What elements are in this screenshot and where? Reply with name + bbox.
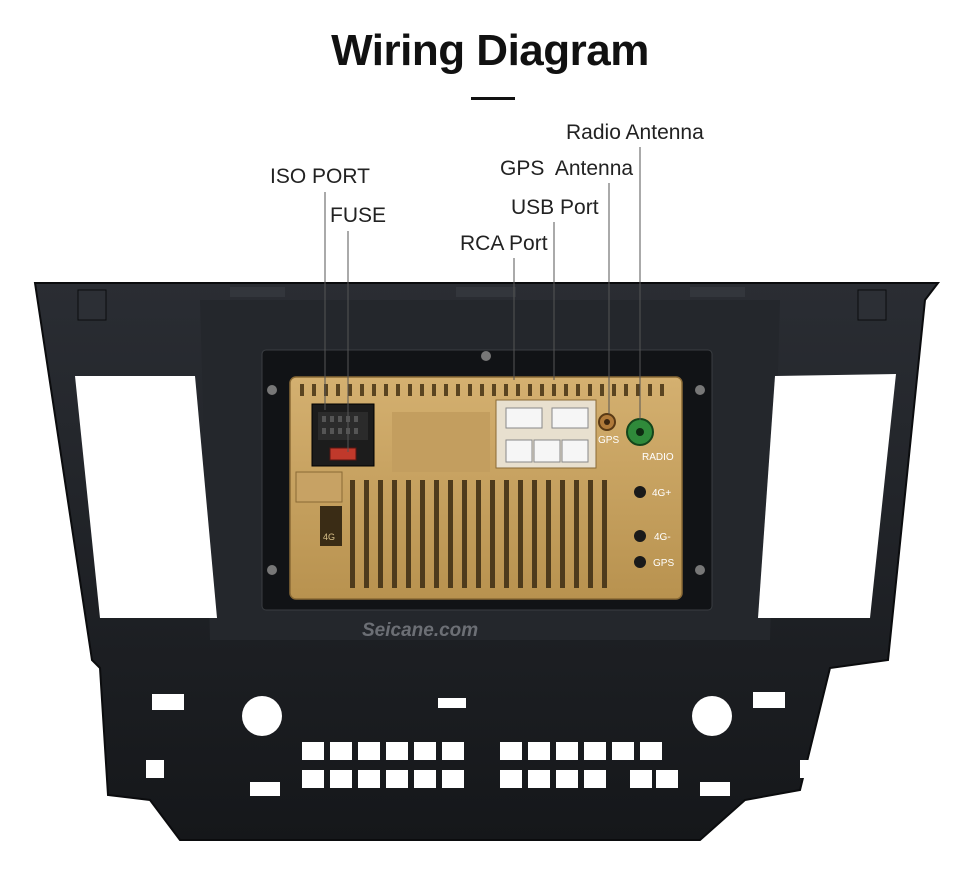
gps-lower-marking: GPS: [653, 558, 674, 569]
left-mount-hole: [242, 696, 282, 736]
right-side-cutout: [758, 374, 896, 618]
screw: [695, 565, 705, 575]
label-radio-antenna: Radio Antenna: [566, 121, 704, 144]
iso-port-connector: [311, 403, 375, 467]
right-mount-hole: [692, 696, 732, 736]
label-rca-port: RCA Port: [460, 232, 548, 255]
rca-connector: [561, 439, 589, 463]
fourg-side-marking: 4G: [323, 532, 335, 542]
fuse: [329, 447, 357, 461]
rca-connector: [533, 439, 561, 463]
vent-grid: [250, 742, 730, 796]
page-title: Wiring Diagram: [331, 26, 649, 75]
port-4g-plus: [634, 486, 646, 498]
fourg-minus-marking: 4G-: [654, 532, 671, 543]
heat-fins: [350, 480, 607, 588]
gps-marking: GPS: [598, 435, 619, 446]
usb-rca-connector-block: [495, 399, 597, 469]
screw: [481, 351, 491, 361]
title-underline: [471, 97, 515, 100]
label-gps-antenna: GPS Antenna: [500, 157, 634, 180]
label-fuse: FUSE: [330, 204, 387, 227]
usb-connector: [551, 407, 589, 429]
screw: [267, 565, 277, 575]
rca-connector: [505, 439, 533, 463]
leader-lines: [324, 147, 641, 452]
radio-marking: RADIO: [642, 452, 674, 463]
watermark: Seicane.com: [362, 620, 478, 641]
label-iso-port: ISO PORT: [270, 165, 370, 188]
label-usb-port: USB Port: [511, 196, 599, 219]
left-side-cutout: [75, 376, 217, 618]
fourg-plus-marking: 4G+: [652, 488, 671, 499]
port-gps-lower: [634, 556, 646, 568]
screw: [267, 385, 277, 395]
screw: [695, 385, 705, 395]
usb-connector: [505, 407, 543, 429]
port-4g-minus: [634, 530, 646, 542]
